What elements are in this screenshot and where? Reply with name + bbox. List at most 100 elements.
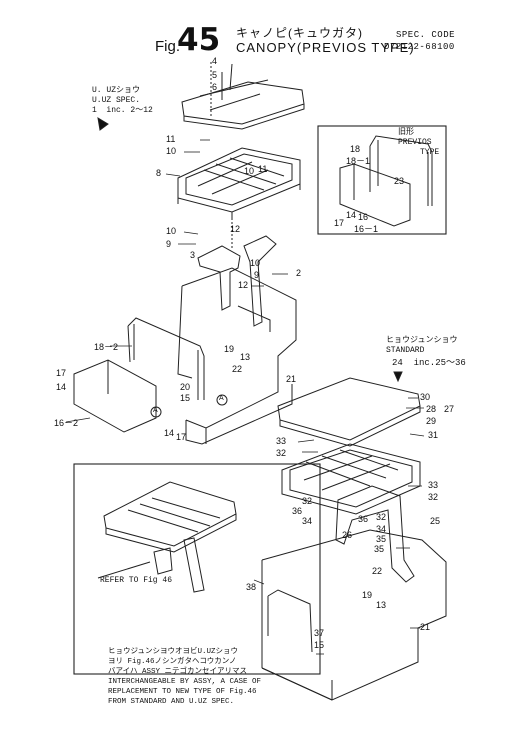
callout-18-1: 18－1 [346,156,371,166]
callout-14a: 14 [56,382,67,392]
callout-16-1: 16－1 [354,224,379,234]
marker-a-1 [150,406,162,418]
callout-2: 2 [296,268,302,278]
callout-11b: 11 [258,164,268,174]
callout-9a: 9 [166,239,172,249]
callout-34b: 34 [376,524,387,534]
new-type-canopy-sketch [103,481,237,593]
uz-spec-en: U.UZ SPEC. [92,96,141,105]
callout-3: 3 [190,250,196,260]
note-line: INTERCHANGEABLE BY ASSY, A CASE OF [108,678,262,686]
callout-23: 23 [394,176,405,186]
previous-type-jp: 旧形 [398,128,414,137]
callout-36a: 36 [292,506,303,516]
uz-spec-jp: U. UZショウ [92,86,141,95]
figure-title-jp: キャノピ(キュウガタ) [236,26,363,40]
callout-29: 29 [426,416,437,426]
note-line: ヨリ Fig.46ノシンガタヘコウカンノ [108,658,237,666]
callout-12b: 12 [238,280,249,290]
callout-8: 8 [156,168,162,178]
callout-22b: 22 [372,566,383,576]
note-line: バアイハ ASSY ニテゴカンセイアリマス [108,668,247,676]
callout-37: 37 [314,628,325,638]
callout-27: 27 [444,404,455,414]
machine-body-uz [177,267,297,445]
note-line: REPLACEMENT TO NEW TYPE OF Fig.46 [108,688,257,696]
callout-14c: 14 [346,210,357,220]
callout-32c: 32 [302,496,313,506]
roof-panel-uz [181,79,305,130]
callout-38: 38 [246,582,257,592]
machine-body-standard [261,529,447,701]
standard-jp: ヒョウジュンショウ [386,336,458,345]
callout-18-2: 18－2 [94,342,119,352]
canopy-post-3 [197,245,241,311]
previous-type-inset-box [317,125,447,235]
callout-a-1: A [153,407,158,414]
callout-19b: 19 [362,590,373,600]
uz-spec-range: 1 inc. 2～12 [92,106,153,115]
callout-a-2: A [219,395,224,402]
callout-15a: 15 [180,393,191,403]
canopy-post-25 [335,485,415,583]
figure-number: 45 [177,22,221,58]
canopy-frame-uz [177,147,301,218]
note-line: FROM STANDARD AND U.UZ SPEC. [108,698,235,706]
callout-34a: 34 [302,516,313,526]
previous-type-en-2: TYPE [420,148,440,157]
guard-rail-18-2 [127,317,205,400]
callout-25: 25 [430,516,441,526]
standard-en: STANDARD [386,346,425,355]
callout-6: 6 [212,82,218,92]
callout-22a: 22 [232,364,243,374]
callout-13a: 13 [240,352,251,362]
callout-33b: 33 [428,480,439,490]
spec-code-value: D72122-68100 [384,42,455,52]
callout-28: 28 [426,404,437,414]
marker-a-2 [216,394,228,406]
callout-35b: 35 [374,544,385,554]
figure-prefix: Fig. [155,38,181,55]
callout-17b: 17 [176,432,187,442]
callout-35a: 35 [376,534,387,544]
callout-33a: 33 [276,436,287,446]
callout-9b: 9 [254,270,260,280]
callout-21b: 21 [420,622,431,632]
roof-panel-standard [277,377,421,447]
callout-17c: 17 [334,218,345,228]
callout-30: 30 [420,392,431,402]
callout-20: 20 [180,382,191,392]
standard-range: 24 inc.25～36 [392,358,466,368]
callout-18: 18 [350,144,361,154]
note-line: ヒョウジュンシヨウオヨビU.UZショウ [108,648,238,656]
callout-31: 31 [428,430,439,440]
callout-32d: 32 [376,512,387,522]
panel-16-2 [73,359,157,433]
callout-32a: 32 [276,448,287,458]
callout-14b: 14 [164,428,175,438]
callout-16: 16 [358,212,369,222]
standard-arrow [393,371,403,383]
callout-4: 4 [212,56,218,66]
callout-10c: 10 [166,226,177,236]
leader-lines [65,139,425,655]
callout-10b: 10 [244,166,255,176]
callout-10d: 10 [250,258,261,268]
interchange-note-box [73,463,321,675]
callout-36b: 36 [358,514,369,524]
refer-to-fig-46: REFER TO Fig 46 [100,576,173,585]
callout-32b: 32 [428,492,439,502]
callout-5: 5 [212,70,218,80]
spec-code-label: SPEC. CODE [396,30,456,40]
callout-12a: 12 [230,224,241,234]
canopy-post-2 [243,235,277,327]
callout-10a: 10 [166,146,177,156]
callout-26: 26 [342,530,353,540]
callout-16-2: 16－2 [54,418,79,428]
guard-rail-38 [267,589,313,653]
callout-11a: 11 [166,134,176,144]
previous-type-guard [369,135,433,206]
previous-type-panel-23 [339,163,411,227]
callout-13b: 13 [376,600,387,610]
